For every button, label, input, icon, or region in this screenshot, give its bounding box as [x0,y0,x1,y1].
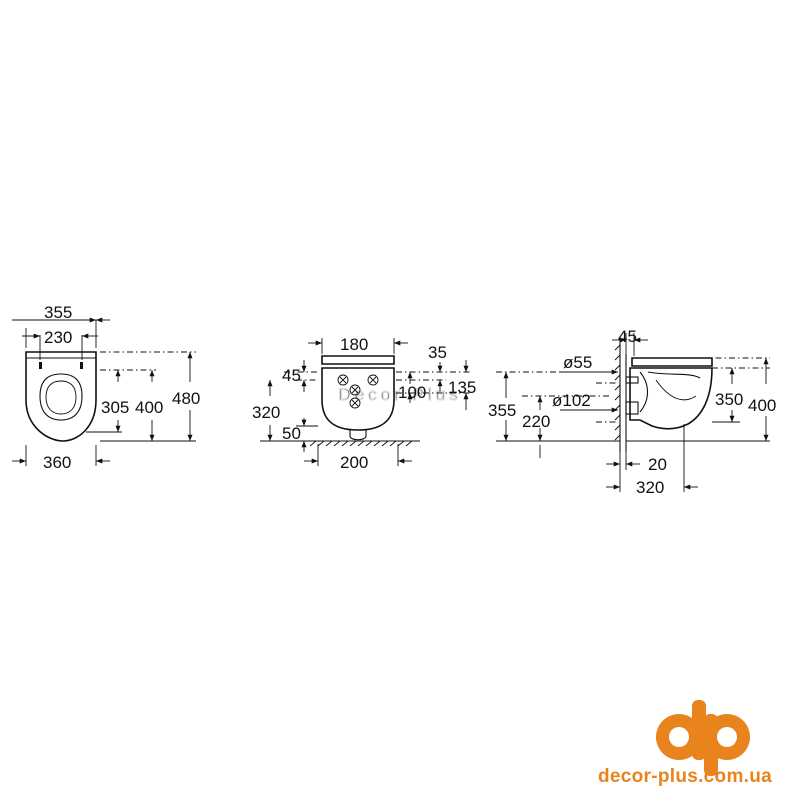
rear-dim-fixing-height: 320 [252,403,280,422]
brand-logo [656,700,750,776]
front-dim-total-height: 480 [172,389,200,408]
rear-dim-top-width: 180 [340,335,368,354]
rear-dim-upper-height: 135 [448,378,476,397]
rear-seat-lid [321,355,395,365]
side-seat-lid [631,357,713,367]
rear-dim-base-width: 200 [340,453,368,472]
side-dim-inlet-diameter: ø55 [563,353,592,372]
rear-dim-outlet-height: 45 [282,366,301,385]
front-dim-base-width: 360 [43,453,71,472]
front-dim-height: 400 [135,398,163,417]
side-dim-height: 400 [748,396,776,415]
front-dim-fixing-height: 305 [101,398,129,417]
front-bowl-outline [25,351,97,442]
side-trap [639,371,701,413]
side-dim-wall-offset: 20 [648,455,667,474]
side-dim-rim-height: 355 [488,401,516,420]
side-bowl-outline [629,367,713,430]
front-dim-seat-holes: 230 [44,328,72,347]
side-dim-outlet-diameter: ø102 [552,391,591,410]
rear-dim-bolt-spacing: 100 [398,383,426,402]
rear-dim-fixing-spacing: 35 [428,343,447,362]
side-dim-depth: 320 [636,478,664,497]
rear-fixing-points [337,374,379,409]
rear-view: 180 200 45 320 50 35 100 [252,335,476,472]
front-view: 355 230 360 305 400 480 [12,303,200,472]
watermark-text: Decor Plus [338,385,461,404]
front-dim-total-width: 355 [44,303,72,322]
side-dim-outlet-height: 220 [522,412,550,431]
rear-dim-floor-gap: 50 [282,424,301,443]
rear-bowl-outline [321,367,395,431]
front-seat-ring [39,373,83,421]
side-dim-wall-gap: 45 [618,327,637,346]
website-url[interactable]: decor-plus.com.ua [597,766,772,787]
side-dim-body-height: 350 [715,390,743,409]
side-view: 45 ø55 ø102 355 220 350 400 [488,327,776,497]
dp-logo-mark [656,700,750,776]
